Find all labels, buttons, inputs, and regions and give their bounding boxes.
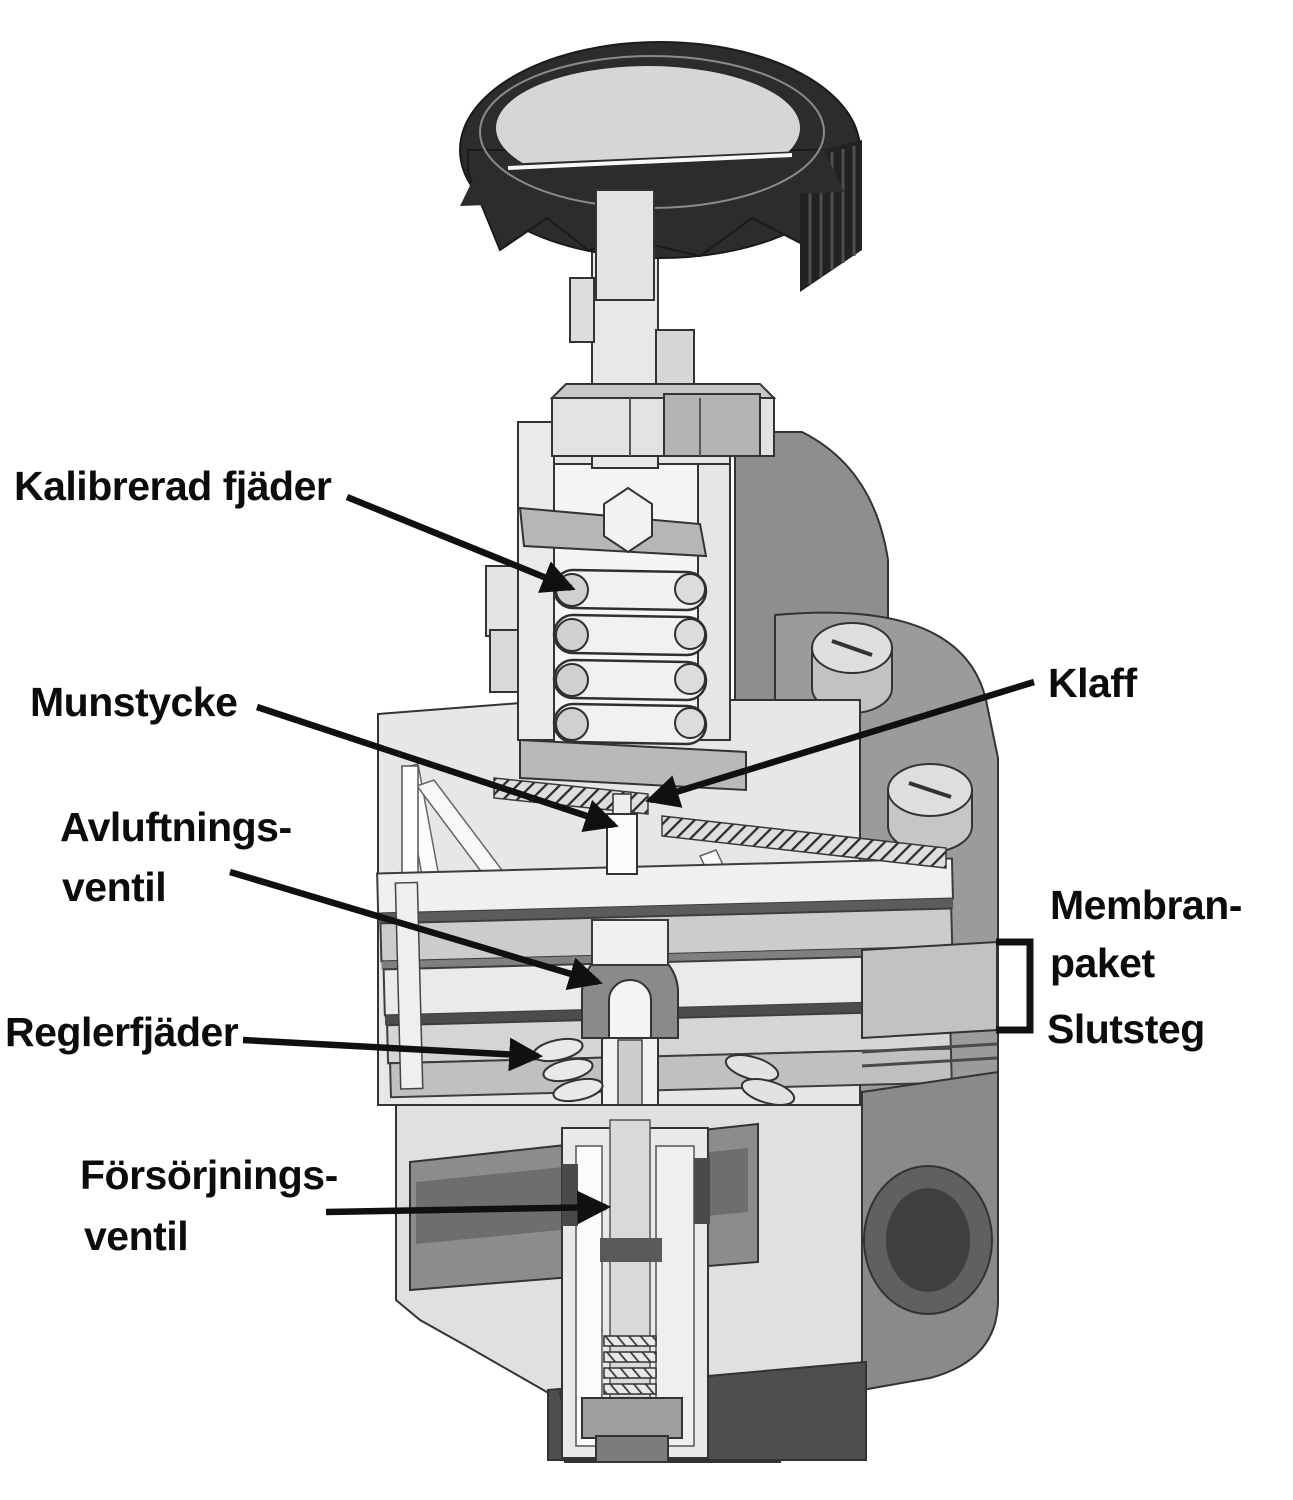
leader-calibrated-spring (345, 493, 576, 593)
membrane-bracket (996, 938, 1034, 1034)
label-nozzle: Munstycke (30, 679, 237, 725)
leader-nozzle (255, 703, 619, 833)
right-spring (724, 1054, 796, 1106)
stem-through-knob (595, 189, 655, 301)
spring-bottom-seat (519, 738, 747, 792)
nozzle-part (606, 793, 638, 875)
stem-hex-end (603, 486, 653, 554)
flap-hatched-band-right (661, 815, 947, 869)
bolt-slot (908, 781, 952, 799)
valve-illustration (376, 41, 999, 1463)
diaphragm-bolt (394, 881, 424, 1090)
valve-knob (459, 41, 862, 292)
label-control-spring: Reglerfjäder (5, 1009, 239, 1055)
label-flap: Klaff (1048, 660, 1137, 706)
label-calibrated-spring: Kalibrerad fjäder (14, 463, 332, 509)
final-stage-band (861, 940, 998, 1040)
seal-center (600, 1238, 662, 1262)
leader-flap (645, 678, 1035, 808)
bolt-head-side (887, 763, 973, 853)
piston-cup (591, 919, 669, 966)
leader-control-spring (242, 1036, 544, 1072)
knob-knurl-ribs (808, 146, 856, 284)
label-supply-valve-line2: ventil (84, 1213, 188, 1259)
label-vent-valve-line2: ventil (62, 864, 166, 910)
control-spring (532, 1037, 604, 1103)
label-final-stage: Slutsteg (1047, 1006, 1205, 1052)
seal-right (694, 1158, 710, 1224)
calibrated-spring (519, 568, 747, 792)
outlet-bore (886, 1188, 970, 1292)
supply-valve-spring (603, 1335, 657, 1395)
label-diaphragm-package-line2: paket (1050, 940, 1155, 986)
vent-valve-bore (608, 979, 652, 1039)
bottom-nut (581, 1397, 683, 1439)
leader-vent-valve (229, 868, 603, 990)
labels: Kalibrerad fjäder Munstycke Avluftnings-… (5, 463, 1242, 1259)
seal-left (562, 1164, 578, 1226)
bolt-head-top (811, 622, 893, 714)
knob-top-stripe (507, 153, 793, 170)
leader-lines (229, 493, 1035, 1225)
bottom-plug (595, 1435, 669, 1463)
supply-valve-assembly (561, 1119, 710, 1463)
label-diaphragm-package-line1: Membran- (1050, 882, 1242, 928)
final-stage-seam (861, 1042, 998, 1068)
bolt-slot (831, 639, 873, 657)
label-supply-valve-line1: Försörjnings- (80, 1152, 338, 1198)
body-rod-left (401, 765, 419, 875)
leader-supply-valve (325, 1190, 612, 1225)
label-vent-valve-line1: Avluftnings- (60, 804, 292, 850)
stem-locknut (549, 383, 777, 457)
